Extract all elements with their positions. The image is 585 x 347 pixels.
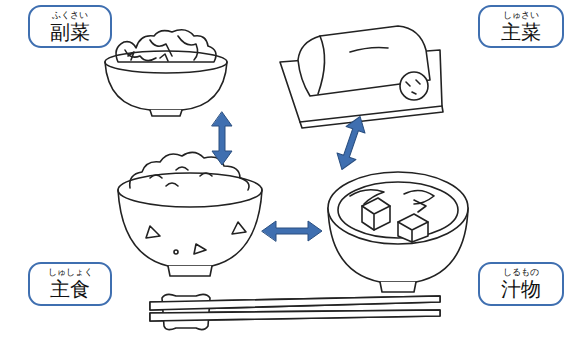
furigana-text: しゅさい — [503, 10, 539, 21]
category-label-box: しゅさい主菜 — [478, 5, 564, 48]
double-arrows — [212, 112, 370, 241]
category-name: 主食 — [50, 278, 90, 301]
side-dish-bowl — [105, 30, 227, 116]
soup-bowl — [328, 172, 468, 292]
rice-bowl — [118, 152, 262, 276]
chopsticks — [150, 294, 440, 329]
category-label-box: しるもの汁物 — [478, 262, 564, 306]
double-arrow — [262, 221, 322, 241]
category-label-box: ふくさい副菜 — [28, 5, 112, 48]
furigana-text: ふくさい — [52, 10, 88, 21]
main-dish-plate — [280, 26, 443, 128]
double-arrow — [212, 112, 232, 165]
category-name: 汁物 — [501, 278, 541, 301]
furigana-text: しゅしょく — [48, 267, 93, 278]
category-name: 主菜 — [501, 21, 541, 44]
double-arrow — [332, 113, 369, 172]
furigana-text: しるもの — [503, 267, 539, 278]
category-name: 副菜 — [50, 21, 90, 44]
category-label-box: しゅしょく主食 — [28, 262, 112, 306]
